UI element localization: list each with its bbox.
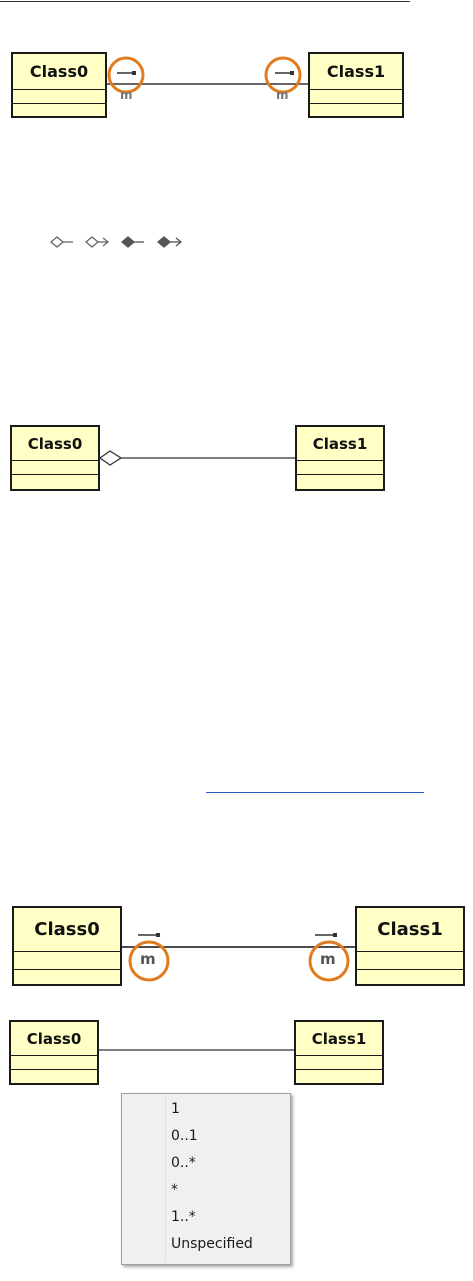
menu-item-many[interactable]: *	[171, 1182, 178, 1198]
class-name: Class0	[12, 427, 98, 461]
multiplicity-right-label[interactable]: m	[276, 88, 289, 102]
association-line	[122, 933, 355, 982]
highlight-circle-left	[128, 940, 170, 982]
class-name: Class1	[357, 908, 463, 952]
top-divider	[0, 1, 410, 2]
class1-box[interactable]: Class1	[308, 52, 404, 118]
menu-item-1-many[interactable]: 1..*	[171, 1209, 196, 1225]
attribute-compartment	[357, 952, 463, 970]
class-name: Class0	[13, 54, 105, 90]
class-name: Class0	[14, 908, 120, 952]
navigable-aggregation-icon	[84, 236, 110, 248]
composition-icon	[120, 236, 144, 248]
navigability-left-icon	[117, 71, 136, 75]
class-name: Class1	[310, 54, 402, 90]
association-kind-icons	[49, 236, 183, 248]
class1-box[interactable]: Class1	[355, 906, 465, 986]
class1-box[interactable]: Class1	[294, 1020, 384, 1085]
hyperlink-underline[interactable]	[206, 792, 424, 793]
class-name: Class0	[11, 1022, 97, 1056]
multiplicity-left-label[interactable]: m	[120, 88, 133, 102]
highlight-circle-right	[264, 56, 302, 94]
class0-box[interactable]: Class0	[11, 52, 107, 118]
menu-gutter	[165, 1096, 166, 1262]
menu-item-0-1[interactable]: 0..1	[171, 1128, 198, 1144]
class-name: Class1	[296, 1022, 382, 1056]
navigable-composition-icon	[156, 236, 183, 248]
multiplicity-left-label[interactable]: m	[140, 950, 156, 968]
highlight-circle-right	[308, 940, 350, 982]
attribute-compartment	[297, 461, 383, 475]
class0-box[interactable]: Class0	[12, 906, 122, 986]
multiplicity-right-label[interactable]: m	[320, 950, 336, 968]
attribute-compartment	[11, 1056, 97, 1070]
attribute-compartment	[13, 90, 105, 104]
menu-item-unspecified[interactable]: Unspecified	[171, 1236, 253, 1252]
operation-compartment	[296, 1070, 382, 1083]
association-line	[107, 56, 308, 94]
class1-box[interactable]: Class1	[295, 425, 385, 491]
menu-item-1[interactable]: 1	[171, 1101, 180, 1117]
navigability-left-icon	[138, 933, 160, 937]
association-line	[99, 1049, 294, 1051]
attribute-compartment	[12, 461, 98, 475]
aggregation-diamond-icon	[98, 450, 123, 466]
attribute-compartment	[310, 90, 402, 104]
multiplicity-context-menu: 1 0..1 0..* * 1..* Unspecified	[121, 1093, 291, 1265]
aggregation-line	[98, 450, 295, 466]
highlight-circle-left	[107, 56, 145, 94]
class-name: Class1	[297, 427, 383, 461]
menu-item-0-many[interactable]: 0..*	[171, 1155, 196, 1171]
attribute-compartment	[296, 1056, 382, 1070]
attribute-compartment	[14, 952, 120, 970]
class0-box[interactable]: Class0	[9, 1020, 99, 1085]
aggregation-icon	[49, 236, 73, 248]
operation-compartment	[11, 1070, 97, 1083]
navigability-right-icon	[275, 71, 294, 75]
navigability-right-icon	[315, 933, 337, 937]
